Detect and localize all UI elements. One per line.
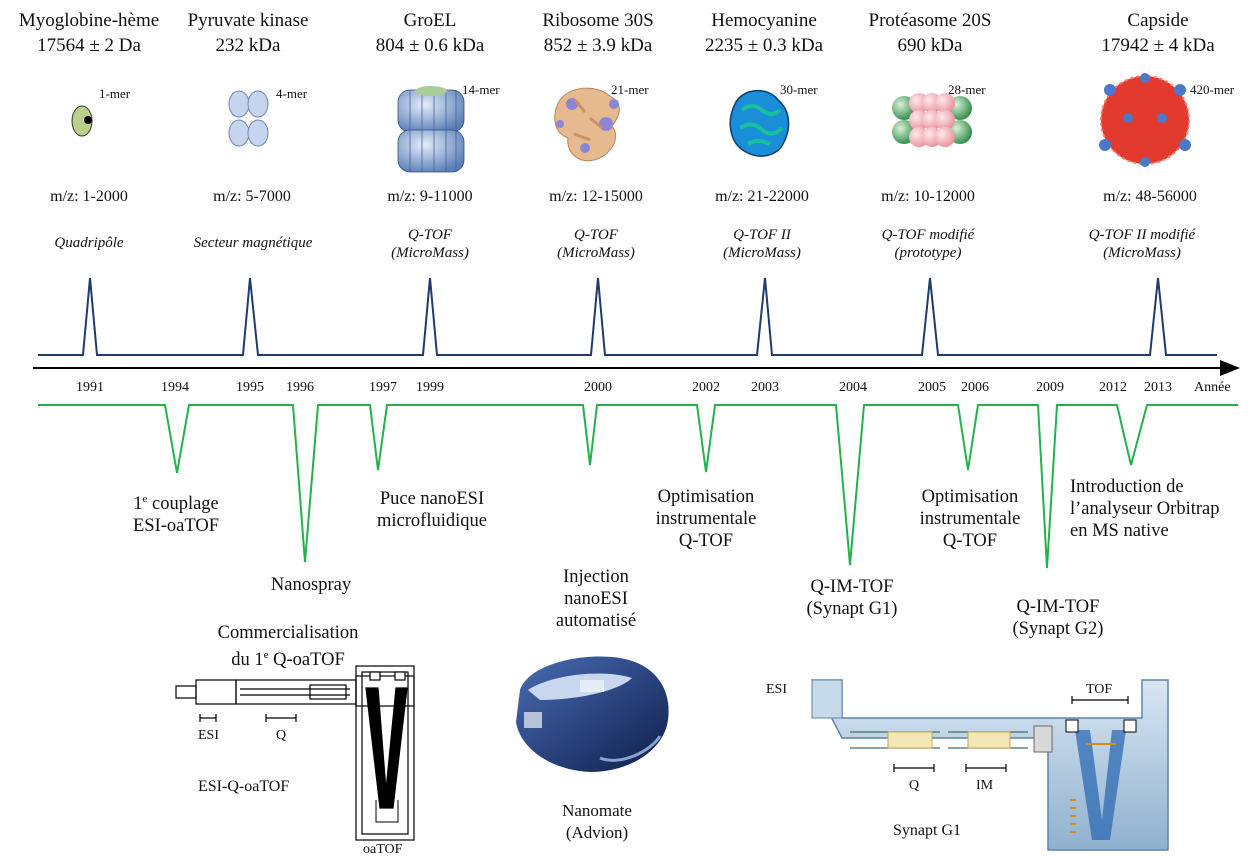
- esi-q-oatof-schematic: [175, 665, 415, 841]
- proteasome-icon: [892, 93, 972, 147]
- ribosome-icon: [554, 87, 620, 162]
- year-label: 2000: [584, 380, 612, 395]
- protein-name-capside: Capside: [1127, 10, 1189, 31]
- groel-icon: [397, 86, 465, 173]
- axis-label: Année: [1194, 380, 1231, 395]
- qoatof-q-label: Q: [276, 728, 287, 743]
- protein-name-groel: GroEL: [403, 10, 457, 31]
- protein-mass-groel: 804 ± 0.6 kDa: [375, 35, 485, 56]
- year-label: 2006: [961, 380, 989, 395]
- year-label: 1999: [416, 380, 444, 395]
- synapt-esi-label: ESI: [766, 682, 787, 697]
- protein-name-proteasome: Protéasome 20S: [868, 10, 992, 31]
- year-label: 1991: [76, 380, 104, 395]
- year-label: 2012: [1099, 380, 1127, 395]
- protein-mass-proteasome: 690 kDa: [897, 35, 963, 56]
- protein-mass-capside: 17942 ± 4 kDa: [1101, 35, 1215, 56]
- mz-range: m/z: 48-56000: [1103, 188, 1197, 205]
- mz-range: m/z: 1-2000: [50, 188, 128, 205]
- protein-name-pyruvate: Pyruvate kinase: [187, 10, 309, 31]
- instrument-label: Q-TOF II modifié(MicroMass): [1088, 227, 1196, 261]
- instrument-label: Quadripôle: [54, 235, 124, 251]
- nanomate-device-image: [516, 656, 669, 772]
- event-synapt-g1: Q-IM-TOF(Synapt G1): [806, 577, 898, 619]
- oligomer-label: 1-mer: [99, 86, 131, 101]
- year-label: 1996: [286, 380, 314, 395]
- oligomer-label: 21-mer: [611, 82, 649, 97]
- year-label: 1994: [161, 380, 189, 395]
- year-label: 2003: [751, 380, 779, 395]
- capsid-icon: [1099, 73, 1191, 167]
- qoatof-tof-label: oaTOF: [363, 842, 403, 857]
- event-synapt-g2: Q-IM-TOF(Synapt G2): [1012, 597, 1104, 639]
- qoatof-esi-label: ESI: [198, 728, 219, 743]
- structure-timeline-line: [38, 277, 1217, 356]
- instrument-label: Secteur magnétique: [193, 235, 313, 251]
- event-commercialisation: Commercialisation du 1e Q-oaTOF: [217, 623, 359, 671]
- year-label: 2013: [1144, 380, 1172, 395]
- protein-mass-pyruvate: 232 kDa: [215, 35, 281, 56]
- synapt-name-label: Synapt G1: [893, 822, 961, 839]
- synapt-g1-schematic: [810, 679, 1169, 851]
- oligomer-label: 420-mer: [1190, 82, 1235, 97]
- instrument-label: Q-TOF(MicroMass): [391, 227, 469, 261]
- event-nanospray: Nanospray: [270, 575, 352, 595]
- hemocyanin-icon: [729, 90, 790, 157]
- year-label: 2009: [1036, 380, 1064, 395]
- event-couplage: 1e couplage ESI-oaTOF: [133, 493, 219, 537]
- pyruvate-kinase-icon: [228, 90, 269, 147]
- nanomate-label: Nanomate(Advion): [562, 801, 632, 842]
- protein-mass-ribosome: 852 ± 3.9 kDa: [543, 35, 653, 56]
- synapt-q-label: Q: [909, 778, 920, 793]
- instrument-timeline-line: [38, 404, 1238, 569]
- synapt-tof-label: TOF: [1086, 682, 1113, 697]
- year-label: 2002: [692, 380, 720, 395]
- mz-range: m/z: 10-12000: [881, 188, 975, 205]
- synapt-im-label: IM: [976, 778, 994, 793]
- protein-name-ribosome: Ribosome 30S: [542, 10, 654, 31]
- oligomer-label: 4-mer: [276, 86, 308, 101]
- instrument-label: Q-TOF II(MicroMass): [723, 227, 801, 261]
- protein-mass-myoglobine: 17564 ± 2 Da: [37, 35, 141, 56]
- myoglobin-icon: [71, 105, 93, 137]
- protein-mass-hemocyanine: 2235 ± 0.3 kDa: [704, 35, 824, 56]
- mz-range: m/z: 5-7000: [213, 188, 291, 205]
- year-label: 2005: [918, 380, 946, 395]
- year-label: 2004: [839, 380, 867, 395]
- year-label: 1997: [369, 380, 397, 395]
- mz-range: m/z: 21-22000: [715, 188, 809, 205]
- qoatof-name-label: ESI-Q-oaTOF: [198, 778, 290, 795]
- instrument-label: Q-TOF modifié(prototype): [881, 227, 975, 261]
- mz-range: m/z: 9-11000: [387, 188, 473, 205]
- protein-name-myoglobine: Myoglobine-hème: [18, 10, 160, 31]
- oligomer-label: 30-mer: [780, 82, 818, 97]
- year-label: 1995: [236, 380, 264, 395]
- mz-range: m/z: 12-15000: [549, 188, 643, 205]
- instrument-label: Q-TOF(MicroMass): [557, 227, 635, 261]
- oligomer-label: 14-mer: [462, 82, 500, 97]
- protein-name-hemocyanine: Hemocyanine: [711, 10, 817, 31]
- oligomer-label: 28-mer: [948, 82, 986, 97]
